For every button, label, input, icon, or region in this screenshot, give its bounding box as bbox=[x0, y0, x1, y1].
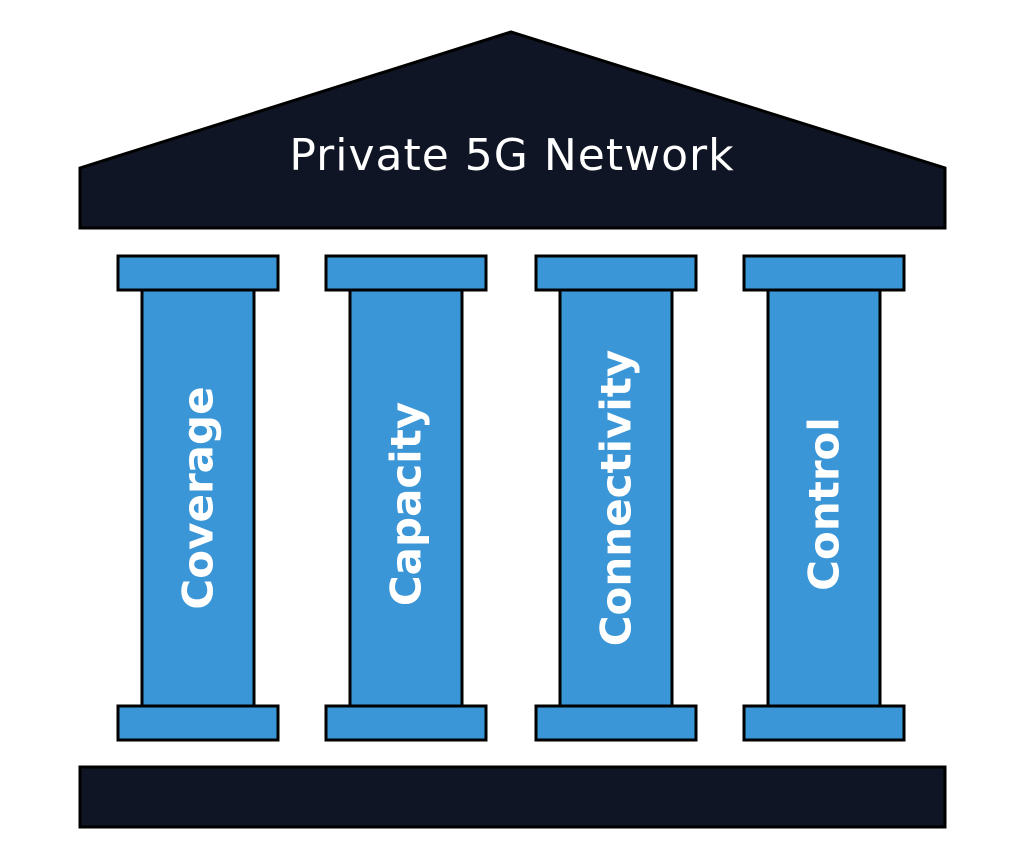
pillar-label: Coverage bbox=[174, 386, 223, 609]
pillar-shaft bbox=[348, 288, 464, 708]
roof-shape bbox=[78, 30, 947, 230]
pillar-label: Capacity bbox=[382, 402, 431, 606]
pillar-base bbox=[116, 704, 280, 742]
pillar-shaft bbox=[558, 288, 674, 708]
pillar-shaft bbox=[766, 288, 882, 708]
roof-title: Private 5G Network bbox=[289, 130, 734, 181]
pillar-capital bbox=[116, 254, 280, 292]
pillar-coverage: Coverage bbox=[116, 254, 280, 742]
pillar-shaft bbox=[140, 288, 256, 708]
pillar-capital bbox=[742, 254, 906, 292]
pillar-control: Control bbox=[742, 254, 906, 742]
roof: Private 5G Network bbox=[78, 30, 947, 230]
pillar-label: Control bbox=[800, 417, 849, 591]
pillar-connectivity: Connectivity bbox=[534, 254, 698, 742]
foundation bbox=[78, 765, 947, 829]
pillar-capacity: Capacity bbox=[324, 254, 488, 742]
pillar-base bbox=[534, 704, 698, 742]
pillar-base bbox=[742, 704, 906, 742]
pillar-capital bbox=[534, 254, 698, 292]
pillar-label: Connectivity bbox=[592, 350, 641, 647]
pillar-capital bbox=[324, 254, 488, 292]
pillar-base bbox=[324, 704, 488, 742]
